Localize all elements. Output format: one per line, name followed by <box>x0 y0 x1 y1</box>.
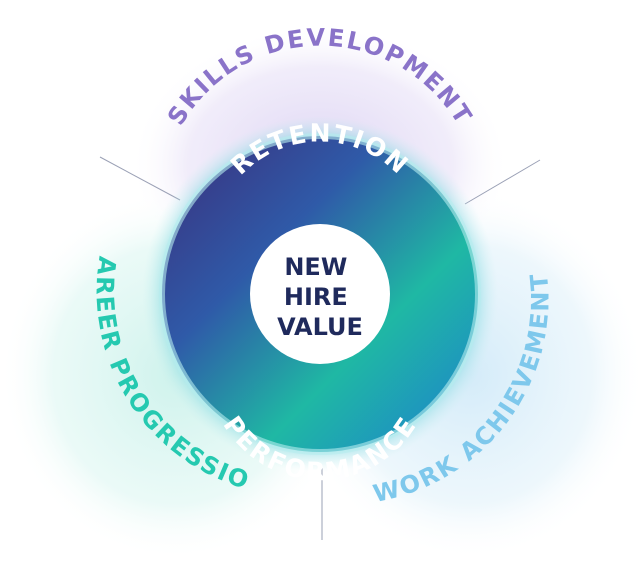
ring-outline <box>159 133 481 455</box>
center-line-1: NEW <box>284 253 347 281</box>
center-text: NEW HIRE VALUE <box>277 253 363 341</box>
divider-line-top-left <box>99 156 181 201</box>
divider-line-top-right <box>464 159 541 205</box>
center-circle <box>250 224 390 364</box>
center-line-2: HIRE <box>284 283 348 311</box>
center-line-3: VALUE <box>277 313 363 341</box>
